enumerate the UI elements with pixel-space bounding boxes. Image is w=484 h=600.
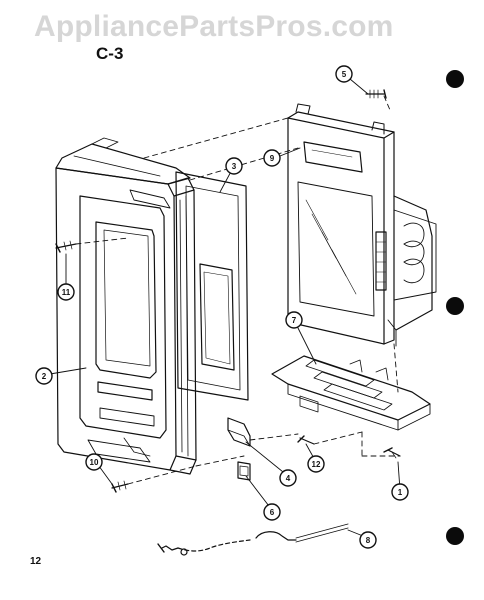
callout-7-label: 7 [292,316,297,325]
callout-1-label: 1 [398,488,403,497]
callout-3: 3 [225,157,243,175]
callout-5-label: 5 [342,70,347,79]
callout-10-label: 10 [90,458,99,467]
hinge-clip [237,461,251,481]
callout-leaders [49,73,401,539]
wire-harness [157,523,349,556]
screw-part-1 [383,447,401,459]
screw-part-5 [365,89,387,99]
screw-part-10 [111,480,129,493]
callout-5: 5 [335,65,353,83]
callout-2: 2 [35,367,53,385]
callout-8-label: 8 [366,536,371,545]
callout-9: 9 [263,149,281,167]
binder-hole-middle [446,297,464,315]
callout-9-label: 9 [270,154,275,163]
callout-4: 4 [279,469,297,487]
screw-part-12 [297,435,315,445]
interlock-switch-assembly [271,355,431,431]
callout-1: 1 [391,483,409,501]
callout-6: 6 [263,503,281,521]
callout-6-label: 6 [270,508,275,517]
watermark: AppliancePartsPros.com [34,10,394,43]
section-code: C-3 [96,44,124,63]
callout-10: 10 [85,453,103,471]
door-assembly [55,137,197,475]
callout-12: 12 [307,455,325,473]
door-screen [175,171,249,401]
cabinet-front-panel [287,103,395,345]
callout-4-label: 4 [286,474,291,483]
latch-bracket [227,417,251,447]
callout-11-label: 11 [62,288,71,297]
binder-hole-top [446,70,464,88]
binder-hole-bottom [446,527,464,545]
dashed-leaders [75,95,401,485]
callout-3-label: 3 [232,162,237,171]
callout-8: 8 [359,531,377,549]
screw-part-11 [55,240,77,253]
rear-cabinet [387,195,437,347]
callout-2-label: 2 [42,372,47,381]
callout-7: 7 [285,311,303,329]
page-number: 12 [30,556,42,567]
callout-11: 11 [57,283,75,301]
callout-12-label: 12 [312,460,321,469]
